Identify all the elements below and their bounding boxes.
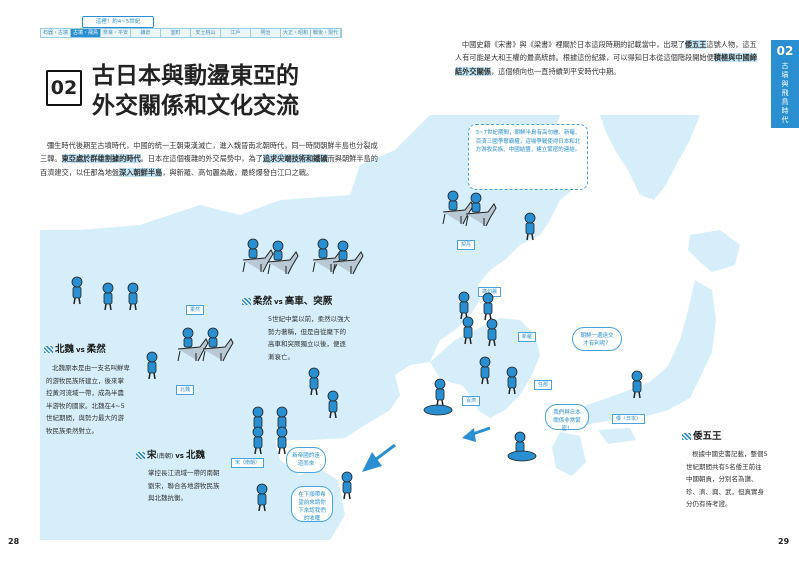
timeline-cell: 安土桃山	[191, 29, 221, 37]
song-title-small: (南朝)	[156, 453, 174, 460]
info-bubble-top: 3~7世紀期間，朝鮮半島有高句麗、新羅、百濟三國爭奪霸權，這場爭戰使得日本和北方…	[468, 124, 588, 190]
speech-song-reply: 在下順帶希望前來請你下來認我們的收穫	[291, 486, 333, 522]
label-rouran: 柔然	[186, 305, 205, 315]
intro-seg-0: 彌生時代後期至古墳時代，中國的統一王朝東漢滅亡，進入魏晉南北朝時代，同一時間朝鮮…	[40, 141, 378, 164]
chapter-title-line2: 外交關係和文化交流	[92, 93, 299, 119]
section-text-song: 掌控長江流域一帶的南朝劉宋，聯合各地游牧民族與北魏抗衡。	[148, 469, 220, 502]
side-tab-number: 02	[776, 44, 794, 58]
chapter-number-box: 02	[46, 70, 82, 106]
wo-title: 倭五王	[693, 431, 722, 442]
intro-seg-5: 深入朝鮮半島	[119, 167, 163, 177]
rouran-vs: vs	[274, 298, 283, 306]
timeline-marker-label: 這裡！約4~5世紀	[95, 19, 141, 25]
kyushu-land	[552, 432, 586, 476]
timeline-cell: 大正・昭和	[281, 29, 311, 37]
beiwei-title-a: 北魏	[55, 344, 75, 355]
honshu-land	[558, 280, 716, 430]
label-goguryeo: 高句麗	[478, 287, 502, 297]
mainland-land	[40, 115, 575, 540]
beiwei-vs: vs	[76, 346, 85, 354]
timeline-cell: 奈良・平安	[101, 29, 131, 37]
song-title-b: 北魏	[185, 450, 205, 461]
intro-seg-3: 追求尖端技術和鐵礦	[262, 154, 328, 164]
section-mark-icon	[242, 298, 251, 305]
hokkaido-land	[688, 230, 740, 272]
siberia-land	[600, 115, 700, 200]
label-imna: 任那	[534, 380, 553, 390]
section-mark-icon	[44, 346, 53, 353]
timeline-cell: 明治	[251, 29, 281, 37]
page-number-left: 28	[8, 537, 20, 546]
right-seg-0: 中國史籍《宋書》與《梁書》裡關於日本這段時期的記載當中，出現了	[462, 40, 685, 49]
timeline-marker: 這裡！約4~5世紀	[82, 16, 154, 28]
shikoku-land	[598, 428, 636, 444]
label-wo: 倭（日本）	[612, 414, 646, 424]
label-baekje: 百濟	[462, 396, 481, 406]
section-mark-icon	[136, 452, 145, 459]
timeline-cell: 石器・古墳	[41, 29, 71, 37]
timeline-cell: 江戶	[221, 29, 251, 37]
right-paragraph: 中國史籍《宋書》與《梁書》裡關於日本這段時期的記載當中，出現了倭五王這號人物，這…	[455, 38, 760, 78]
intro-seg-2: 。日本在這個複雜的外交局勢中，為了	[140, 154, 263, 164]
section-text-beiwei: 北魏原本是由一支名叫鮮卑的游牧民族所建立，後來掌控黃河流域一帶，成為半農半游牧的…	[46, 364, 130, 435]
label-khitan: 契丹	[457, 240, 476, 250]
beiwei-title-b: 柔然	[86, 344, 106, 355]
section-text-wo: 根據中國史書記載，整個5世紀期間共有5名倭王前往中國朝貢，分別名為讚、珍、濟、興…	[686, 450, 768, 508]
page-number-right: 29	[778, 537, 790, 546]
section-head-wo: 倭五王	[682, 428, 722, 442]
section-mark-icon	[682, 433, 691, 440]
label-beiwei: 北魏	[176, 385, 195, 395]
rouran-title-b: 高車、突厥	[284, 296, 333, 307]
intro-paragraph: 彌生時代後期至古墳時代，中國的統一王朝東漢滅亡，進入魏晉南北朝時代，同一時間朝鮮…	[40, 139, 380, 179]
speech-wo: 朝鮮一邊遠交才有利呢？	[572, 327, 622, 351]
right-seg-4: ，這個傾向也一直持續到平安時代中期。	[490, 66, 621, 76]
intro-seg-1: 東亞處於群雄割據的時代	[61, 154, 141, 164]
timeline-cell: 古墳・飛鳥	[71, 29, 101, 37]
intro-seg-4: 而與朝鮮半島的百濟建交，以任那為地盤	[40, 154, 378, 177]
song-title-a: 宋	[147, 450, 157, 461]
timeline-cell: 鎌倉	[131, 29, 161, 37]
song-vs: vs	[175, 452, 184, 460]
route-arrow-china	[374, 443, 396, 462]
side-tab: 02 古墳與飛鳥時代	[771, 40, 799, 128]
timeline-cell: 戰後・現代	[311, 29, 341, 37]
right-seg-1: 倭五王	[684, 40, 707, 49]
timeline-cell: 室町	[161, 29, 191, 37]
label-silla: 新羅	[518, 332, 537, 342]
rouran-title-a: 柔然	[253, 296, 273, 307]
speech-baekje: 我們與日本關係非常緊密！	[545, 404, 589, 432]
timeline-bar: 石器・古墳古墳・飛鳥奈良・平安鎌倉室町安土桃山江戶明治大正・昭和戰後・現代	[40, 28, 342, 38]
route-arrow-head-korea	[462, 428, 476, 442]
right-seg-2: 這號人物，這五人有可能是大和王權的最高統帥。根據這份紀錄，可以得知日本從這個階段…	[455, 40, 757, 63]
intro-seg-6: ，與新羅、高句麗為敵，最終爆發白江口之戰。	[162, 167, 314, 177]
section-text-rouran: 5世紀中葉以前，柔然以強大勢力著稱，但是自從麾下的高車和突厥獨立以後，便逐漸衰亡…	[268, 315, 351, 361]
speech-song: 新帝國的遠道而來	[286, 447, 326, 473]
chapter-title-line1: 古日本與動盪東亞的	[92, 63, 299, 89]
label-song: 宋（南朝）	[231, 458, 265, 468]
route-arrow-head-china	[362, 452, 382, 472]
chapter-number: 02	[50, 77, 78, 99]
side-tab-label: 古墳與飛鳥時代	[781, 62, 789, 124]
